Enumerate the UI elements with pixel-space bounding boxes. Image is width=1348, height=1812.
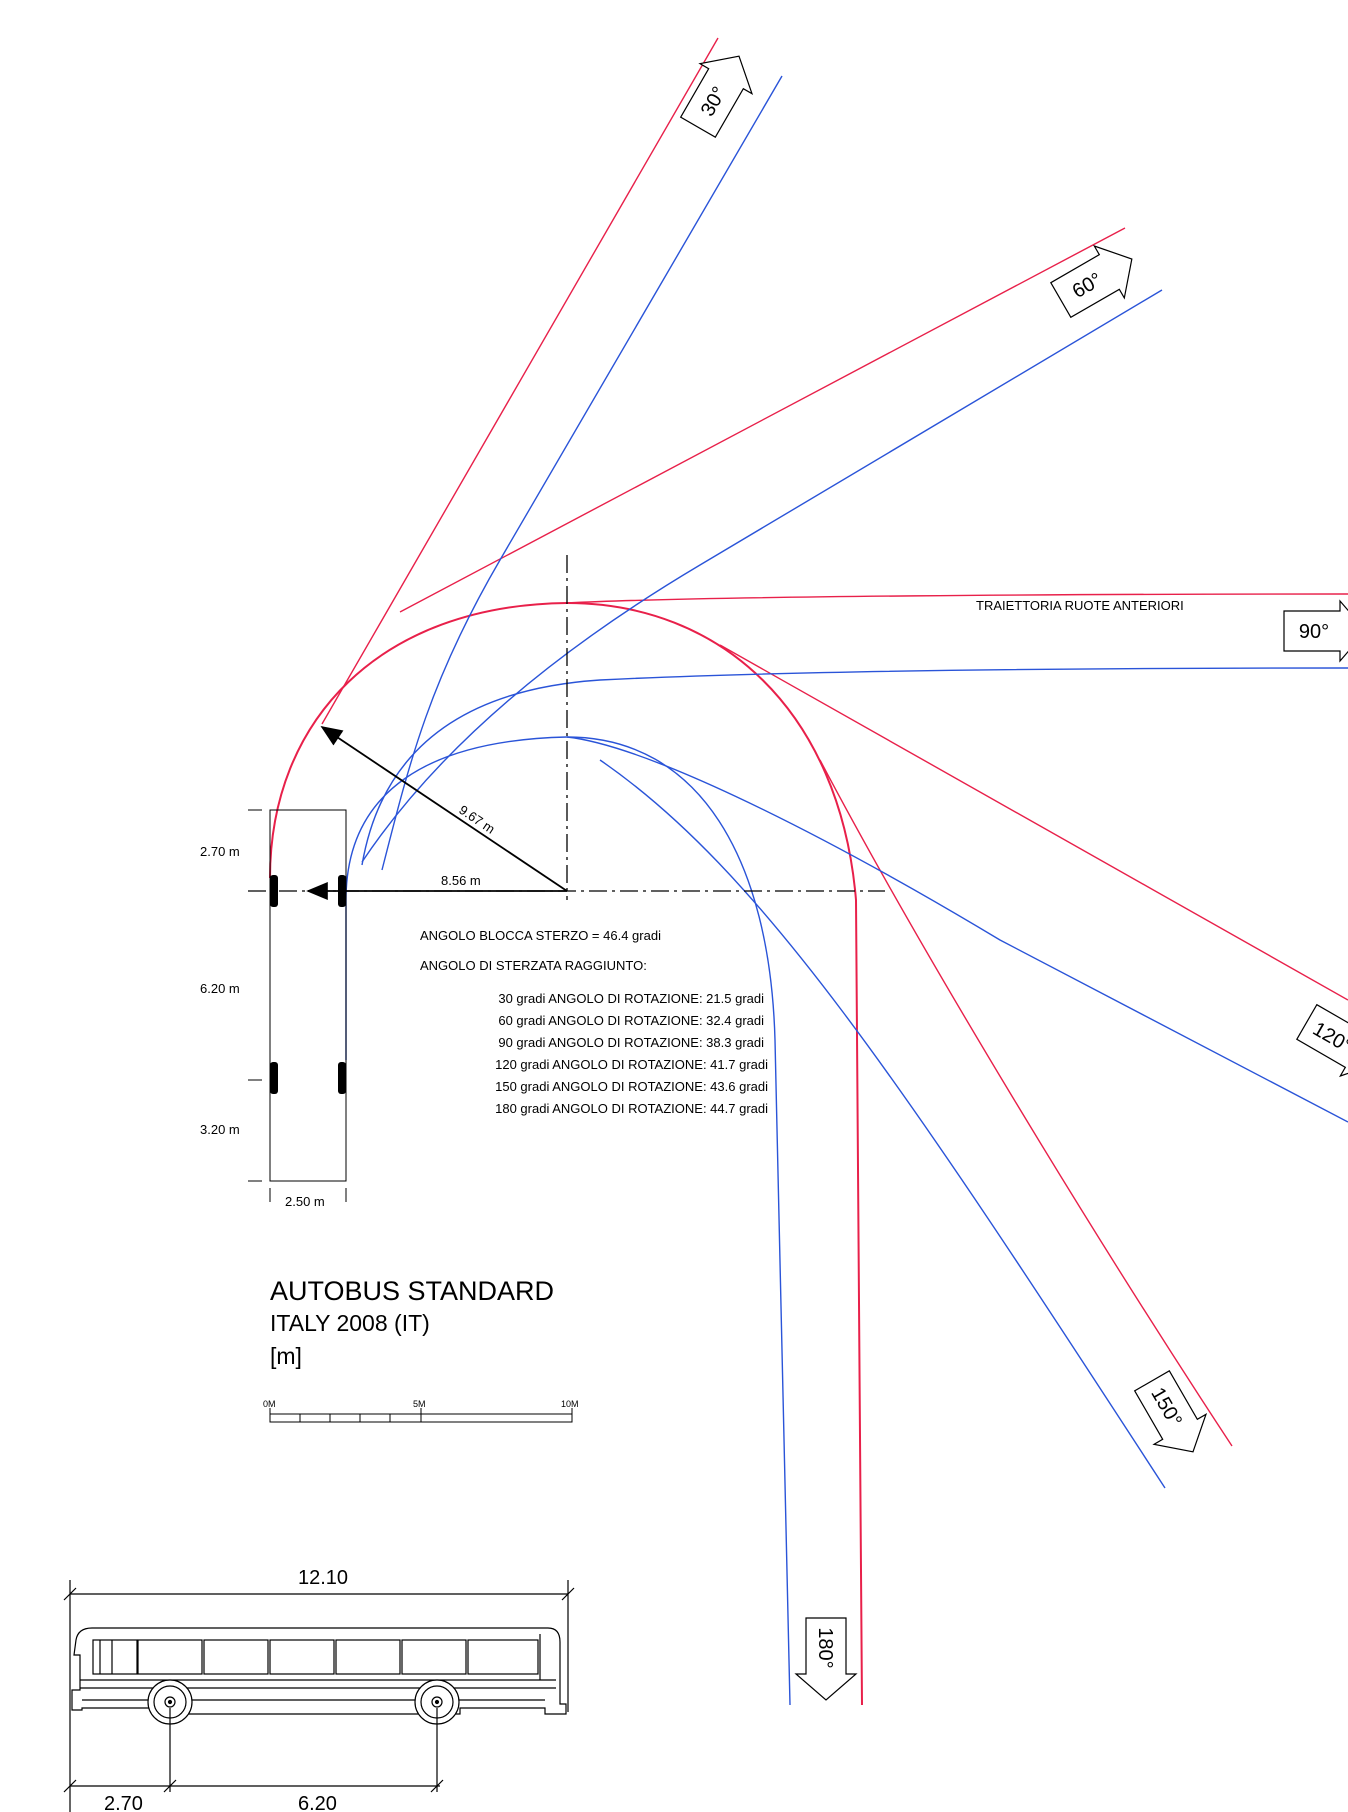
scale-label-5: 5M	[413, 1399, 426, 1409]
title-line2: ITALY 2008 (IT)	[270, 1310, 430, 1336]
direction-arrow-30: 30°	[679, 55, 754, 138]
scale-label-10: 10M	[561, 1399, 579, 1409]
traj-front-label: TRAIETTORIA RUOTE ANTERIORI	[976, 598, 1184, 613]
swept-path-lines	[269, 37, 1348, 1706]
side-wheelbase-label: 6.20	[298, 1793, 337, 1812]
radius-arrows	[306, 725, 568, 900]
rotation-row: 120 gradi ANGOLO DI ROTAZIONE: 41.7 grad…	[495, 1057, 768, 1072]
outer-path-90	[566, 593, 1348, 604]
radius-inner-label: 8.56 m	[441, 873, 481, 888]
side-length-label: 12.10	[298, 1567, 348, 1589]
rotation-row: 180 gradi ANGOLO DI ROTAZIONE: 44.7 grad…	[495, 1101, 768, 1116]
outer-path-120	[719, 644, 1348, 1001]
direction-arrow-90: 90°	[1283, 599, 1348, 663]
wheel-rear-left	[270, 1062, 278, 1094]
title-line3: [m]	[270, 1343, 302, 1369]
inner-path-30	[381, 75, 783, 871]
scale-label-0: 0M	[263, 1399, 276, 1409]
inner-path-60	[361, 289, 1163, 863]
rotation-row: 30 gradi ANGOLO DI ROTAZIONE: 21.5 gradi	[498, 991, 764, 1006]
wheel-front-left	[270, 875, 278, 907]
arrow-label-90: 90°	[1299, 621, 1329, 643]
bus-plan-view	[248, 809, 347, 1202]
steer-reached-label: ANGOLO DI STERZATA RAGGIUNTO:	[420, 958, 647, 973]
rotation-list: 30 gradi ANGOLO DI ROTAZIONE: 21.5 gradi…	[495, 991, 768, 1116]
inner-path-120	[566, 736, 1348, 1123]
rotation-row: 60 gradi ANGOLO DI ROTAZIONE: 32.4 gradi	[498, 1013, 764, 1028]
radius-arrow-outer	[320, 725, 568, 892]
bus-outline	[269, 809, 347, 1182]
bus-body	[71, 1627, 567, 1715]
steer-lock-label: ANGOLO BLOCCA STERZO = 46.4 gradi	[420, 928, 661, 943]
wheel-rear-right	[338, 1062, 346, 1094]
dim-rear-overhang: 3.20 m	[200, 1122, 240, 1137]
wheel-front-right	[338, 875, 346, 907]
outer-path-60	[399, 227, 1126, 613]
inner-path-90	[361, 667, 1348, 866]
dim-front-overhang: 2.70 m	[200, 844, 240, 859]
rotation-row: 90 gradi ANGOLO DI ROTAZIONE: 38.3 gradi	[498, 1035, 764, 1050]
direction-arrow-120: 120°	[1296, 1003, 1348, 1078]
outer-path-150	[819, 759, 1233, 1447]
title-line1: AUTOBUS STANDARD	[270, 1276, 554, 1306]
dim-wheelbase: 6.20 m	[200, 981, 240, 996]
scale-bar	[269, 1408, 573, 1423]
direction-arrow-180: 180°	[794, 1617, 858, 1701]
bus-side-view	[63, 1580, 575, 1812]
inner-path-150	[599, 759, 1166, 1489]
rotation-row: 150 gradi ANGOLO DI ROTAZIONE: 43.6 grad…	[495, 1079, 768, 1094]
outer-path-30	[321, 37, 719, 725]
dim-width: 2.50 m	[285, 1194, 325, 1209]
outer-path-main-arc	[269, 601, 863, 1706]
direction-arrow-150: 150°	[1133, 1370, 1208, 1453]
inner-path-main-arc	[345, 736, 791, 1706]
side-front-label: 2.70	[104, 1793, 143, 1812]
arrow-label-180: 180°	[814, 1627, 836, 1668]
direction-arrow-60: 60°	[1050, 244, 1133, 319]
center-lines	[248, 555, 885, 900]
